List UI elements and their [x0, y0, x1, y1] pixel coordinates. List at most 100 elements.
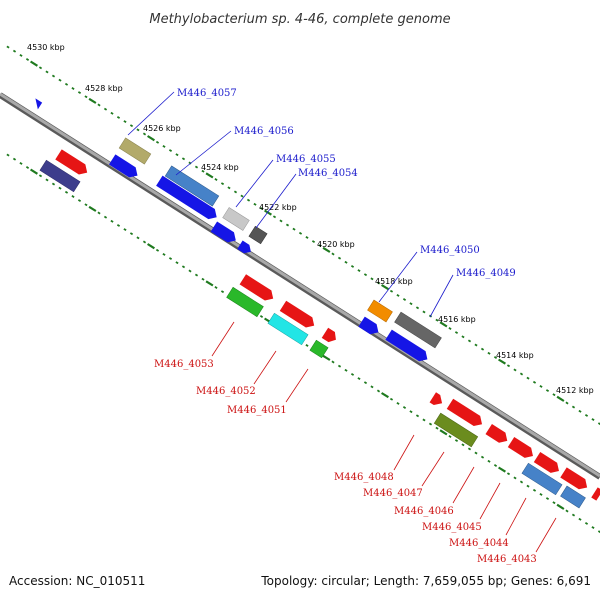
minor-tick [350, 372, 355, 376]
minor-tick [461, 443, 465, 447]
minor-tick [357, 377, 361, 381]
minor-tick [259, 315, 264, 318]
minor-tick [513, 368, 517, 372]
minor-tick [513, 476, 517, 480]
minor-tick [337, 364, 342, 368]
gene-arrow[interactable] [156, 175, 220, 223]
gene-block[interactable] [309, 339, 329, 359]
minor-tick [565, 401, 569, 405]
minor-tick [58, 78, 62, 82]
minor-tick [571, 513, 576, 517]
minor-tick [318, 244, 322, 248]
minor-tick [162, 144, 166, 148]
gene-track [31, 98, 600, 509]
gene-arrow[interactable] [237, 240, 253, 256]
gene-block[interactable] [267, 312, 309, 346]
minor-tick [136, 128, 140, 132]
minor-tick [578, 409, 582, 413]
gene-arrow[interactable] [55, 149, 90, 177]
minor-tick [435, 318, 439, 322]
gene-arrow[interactable] [108, 154, 141, 180]
gene-arrow[interactable] [446, 398, 485, 430]
minor-tick [214, 178, 218, 181]
gene-label-M446_4047[interactable]: M446_4047 [363, 488, 423, 499]
gene-arrow[interactable] [429, 392, 446, 408]
minor-tick [474, 343, 478, 347]
minor-tick [357, 269, 361, 273]
kbp-label-4514: 4514 kbp [496, 351, 534, 360]
minor-tick [480, 347, 485, 351]
gene-label-M446_4057[interactable]: M446_4057 [177, 88, 237, 99]
gene-label-M446_4046[interactable]: M446_4046 [394, 506, 454, 517]
gene-label-M446_4048[interactable]: M446_4048 [334, 472, 394, 483]
minor-tick [493, 464, 498, 467]
gene-block[interactable] [226, 286, 264, 318]
map-title: Methylobacterium sp. 4-46, complete geno… [149, 12, 450, 27]
gene-block[interactable] [248, 225, 268, 245]
gene-label-M446_4054[interactable]: M446_4054 [298, 168, 358, 179]
major-tick [88, 205, 97, 212]
kbp-label-4522: 4522 kbp [259, 203, 297, 212]
gene-label-M446_4045[interactable]: M446_4045 [422, 522, 482, 533]
gene-block[interactable] [118, 137, 152, 165]
minor-tick [64, 82, 69, 86]
gene-label-M446_4053[interactable]: M446_4053 [154, 359, 214, 370]
gene-block[interactable] [367, 299, 393, 323]
gene-label-M446_4044[interactable]: M446_4044 [449, 538, 509, 549]
minor-tick [506, 472, 511, 476]
kbp-label-4520: 4520 kbp [317, 240, 355, 249]
gene-block[interactable] [560, 485, 586, 509]
major-tick [30, 60, 38, 67]
gene-arrow[interactable] [560, 467, 590, 492]
gene-arrow[interactable] [31, 98, 43, 110]
gene-arrow[interactable] [358, 316, 381, 338]
minor-tick [532, 380, 537, 384]
gene-arrow[interactable] [507, 436, 536, 461]
minor-tick [363, 381, 368, 385]
gene-label-M446_4052[interactable]: M446_4052 [196, 386, 256, 397]
minor-tick [19, 53, 23, 57]
minor-tick [454, 331, 459, 335]
gene-block[interactable] [39, 159, 81, 193]
minor-tick [110, 219, 114, 223]
gene-arrow[interactable] [210, 221, 239, 245]
minor-tick [487, 351, 491, 355]
major-tick [498, 466, 506, 473]
minor-tick [539, 384, 543, 388]
minor-tick [77, 199, 82, 203]
minor-tick [77, 91, 82, 95]
gene-block[interactable] [433, 412, 479, 448]
gene-label-M446_4056[interactable]: M446_4056 [234, 126, 294, 137]
gene-arrow[interactable] [239, 274, 277, 303]
gene-arrow[interactable] [279, 300, 318, 331]
gene-label-M446_4055[interactable]: M446_4055 [276, 154, 336, 165]
minor-tick [344, 260, 348, 264]
minor-tick [428, 422, 433, 426]
gene-label-M446_4050[interactable]: M446_4050 [420, 245, 480, 256]
gene-arrow[interactable] [485, 424, 510, 446]
gene-block[interactable] [521, 462, 563, 496]
minor-tick [168, 149, 173, 152]
gene-block[interactable] [222, 207, 250, 231]
minor-tick [415, 306, 420, 310]
minor-tick [201, 169, 205, 173]
minor-tick [370, 277, 374, 281]
gene-label-M446_4049[interactable]: M446_4049 [456, 268, 516, 279]
minor-tick [129, 232, 134, 236]
minor-tick [435, 426, 439, 430]
gene-arrow[interactable] [321, 327, 339, 345]
gene-label-M446_4043[interactable]: M446_4043 [477, 554, 537, 565]
gene-block[interactable] [164, 165, 220, 207]
gene-arrow[interactable] [533, 451, 562, 476]
minor-tick [344, 368, 348, 372]
minor-tick [565, 509, 569, 513]
minor-tick [454, 439, 459, 443]
gene-block[interactable] [394, 311, 442, 349]
minor-tick [123, 120, 127, 124]
gene-arrow[interactable] [385, 329, 430, 365]
minor-tick [591, 526, 595, 529]
minor-tick [422, 418, 426, 422]
gene-label-M446_4051[interactable]: M446_4051 [227, 405, 287, 416]
gene-arrow[interactable] [591, 487, 600, 501]
minor-tick [188, 269, 192, 273]
